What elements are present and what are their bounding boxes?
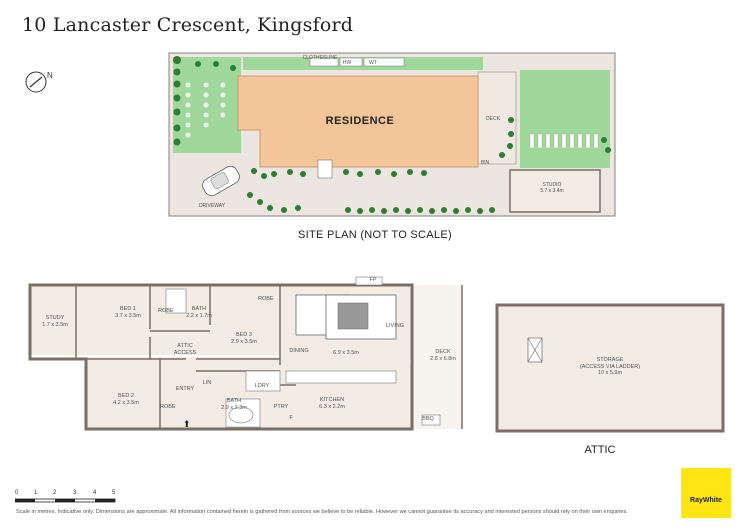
residence-label: RESIDENCE: [325, 115, 395, 127]
tree-icon: [173, 56, 611, 214]
north-compass-icon: N: [25, 71, 53, 93]
scale-tick-4: 4: [93, 490, 97, 496]
clothesline-label: CLOTHESLINE: [302, 55, 338, 61]
living-label: LIVING: [385, 323, 405, 329]
laundry-label: LDRY: [254, 383, 270, 389]
storage-label: STORAGE (ACCESS VIA LADDER) 10 x 5.9m: [579, 357, 641, 376]
floor-plan: [28, 276, 463, 431]
fireplace-label: FP: [369, 277, 377, 283]
scale-tick-0: 0: [15, 490, 19, 496]
robe-label-2: ROBE: [160, 404, 176, 410]
bathtub-icon: [228, 406, 254, 424]
pantry-label: PTRY: [273, 404, 289, 410]
attic-caption: ATTIC: [584, 444, 616, 456]
bbq-icon: [421, 414, 441, 426]
raywhite-logo: RayWhite: [681, 468, 731, 518]
scale-bar: [15, 498, 116, 503]
studio-name: STUDIO: [542, 182, 562, 188]
brand-name: RayWhite: [690, 497, 722, 504]
site-plan-caption: SITE PLAN (NOT TO SCALE): [298, 229, 452, 241]
hw-label: HW: [342, 60, 352, 66]
scale-tick-3: 3: [73, 490, 77, 496]
linen-label: LIN: [202, 380, 212, 386]
attic-plan: [495, 303, 725, 433]
entry-arrow-icon: ⬆: [183, 419, 191, 429]
fridge-label: F: [289, 415, 293, 421]
residence-footprint: [237, 75, 479, 168]
scale-tick-5: 5: [112, 490, 116, 496]
disclaimer: Scale in metres. Indicative only. Dimens…: [16, 509, 628, 515]
scale-tick-2: 2: [53, 490, 57, 496]
studio-size: 5.7 x 3.4m: [540, 188, 564, 194]
entry-label: ENTRY: [175, 386, 195, 392]
deck-label-site: DECK: [486, 116, 500, 122]
kitchen-bench: [285, 370, 397, 384]
wt-label: WT: [369, 60, 377, 66]
fireplace: [355, 276, 383, 286]
page-title: 10 Lancaster Crescent, Kingsford: [22, 14, 354, 36]
car-icon: [202, 165, 240, 197]
dining-living-size: 6.9 x 3.5m: [333, 350, 359, 356]
svg-text:N: N: [47, 71, 53, 80]
driveway-label: DRIVEWAY: [198, 203, 226, 209]
lawn-right: [520, 70, 610, 168]
dining-label: DINING: [289, 348, 309, 354]
site-plan: [168, 52, 616, 217]
studio-footprint: [509, 169, 601, 213]
robe-label-1: ROBE: [158, 308, 174, 314]
robe-label-3: ROBE: [258, 296, 274, 302]
bin-label: BIN: [480, 160, 490, 166]
bbq-label: BBQ: [422, 416, 434, 422]
scale-tick-1: 1: [34, 490, 38, 496]
